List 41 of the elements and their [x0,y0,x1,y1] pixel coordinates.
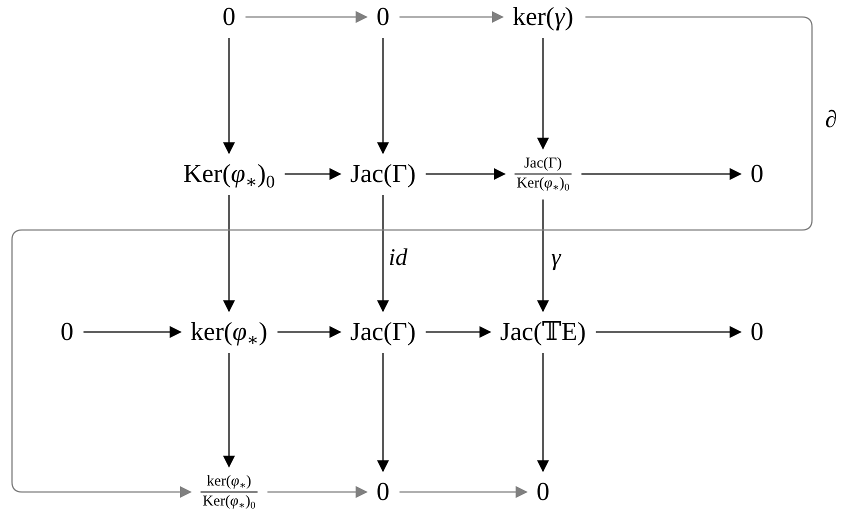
arrow [84,326,182,338]
denominator: Ker(φ$_{∗}$)$_{0}$ [514,174,572,194]
arrow [596,326,742,338]
arrow [581,168,742,180]
arrow [537,353,549,472]
math-term: 0 [60,317,74,347]
arrow [267,486,368,498]
math-term: Jac(Γ) [350,317,416,347]
arrow [223,353,235,468]
arrow [537,38,549,150]
arrow [426,326,492,338]
math-term: Ker(φ$_{∗}$)$_{0}$ [183,159,275,189]
math-term: Jac(Γ) [350,159,416,189]
math-term: 0 [750,317,764,347]
math-term: 0 [222,2,236,32]
arrow [284,168,342,180]
edge-label: id [388,245,408,271]
arrow [426,168,506,180]
arrow [277,326,342,338]
math-term: 0 [376,477,390,507]
numerator: ker(φ$_{∗}$) [206,472,252,492]
math-term: 0 [536,477,550,507]
math-term: ker(φ$_{∗}$) [190,317,268,347]
arrow [246,11,368,23]
math-term: 0 [376,2,390,32]
math-term: Jac(𝕋E) [500,317,586,347]
numerator: Jac(Γ) [523,154,563,174]
arrow [377,38,389,154]
arrow [400,486,528,498]
edge-label: ∂ [825,107,837,133]
arrow [377,195,389,312]
arrow [377,353,389,472]
math-term: 0 [750,159,764,189]
arrow [223,38,235,154]
arrow [537,200,549,312]
arrow [223,195,235,312]
math-term: ker(γ) [512,2,574,32]
arrow [11,16,813,498]
arrow [400,11,504,23]
denominator: Ker(φ$_{∗}$)$_{0}$ [200,492,258,512]
edge-label: γ [551,245,561,271]
